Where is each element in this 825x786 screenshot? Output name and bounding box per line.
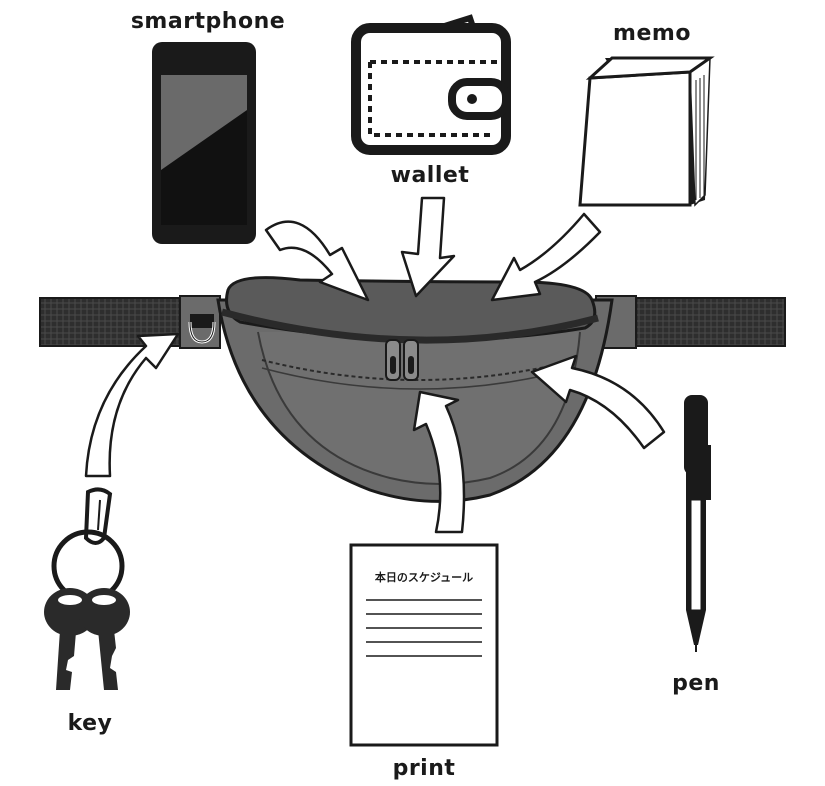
- wallet-icon: [351, 14, 511, 155]
- arrow-memo-to-bag: [490, 212, 602, 302]
- label-pen: pen: [672, 671, 720, 696]
- arrow-smartphone-to-bag: [264, 220, 370, 302]
- pen-icon: [684, 395, 711, 652]
- arrow-wallet-to-bag: [400, 196, 456, 298]
- memo-icon: [578, 56, 715, 207]
- print-sheet-title: 本日のスケジュール: [375, 570, 473, 584]
- waist-bag-icon: [216, 276, 614, 503]
- smartphone-icon: [152, 42, 256, 244]
- label-key: key: [68, 711, 113, 736]
- arrow-pen-to-bag: [530, 354, 666, 450]
- zipper-pull-icon: [385, 339, 419, 381]
- label-memo: memo: [613, 21, 691, 46]
- label-print: print: [393, 756, 456, 781]
- key-icon: [44, 487, 130, 690]
- label-wallet: wallet: [391, 163, 470, 188]
- arrow-key-to-ring: [84, 332, 180, 478]
- label-smartphone: smartphone: [131, 9, 285, 34]
- print-sheet-icon: 本日のスケジュール: [349, 543, 499, 747]
- arrow-print-to-bag: [412, 390, 466, 534]
- d-ring-icon: [188, 314, 216, 344]
